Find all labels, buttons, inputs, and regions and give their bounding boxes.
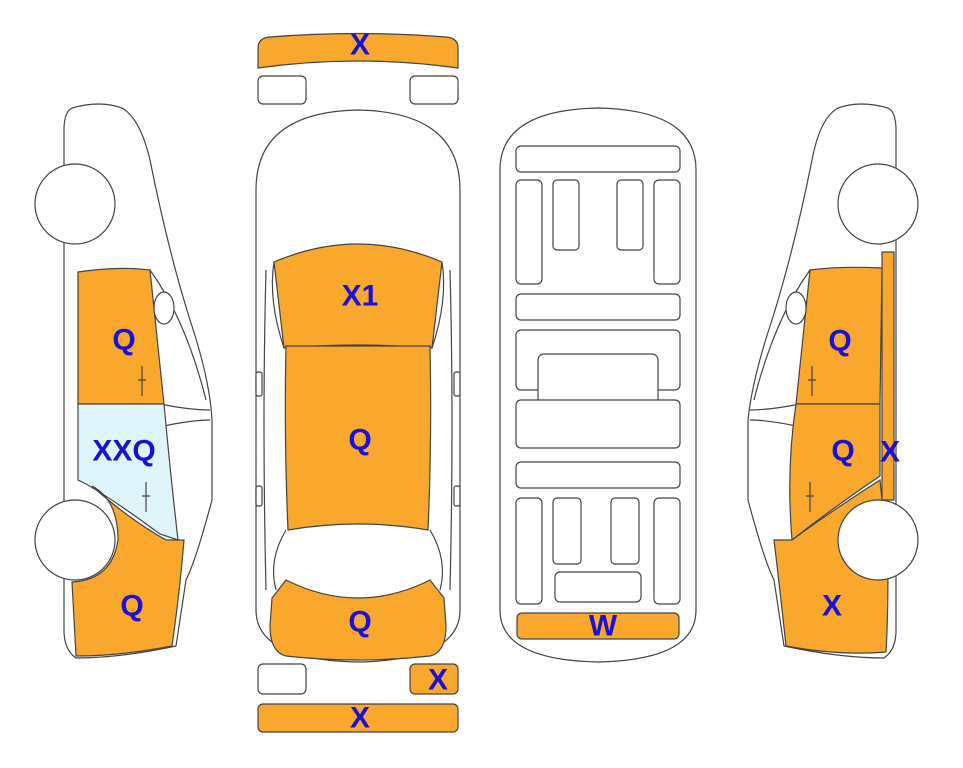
left-door-handle: [142, 482, 150, 512]
left-front-wheel: [34, 163, 116, 245]
left-window-line: [163, 419, 211, 427]
underbody-rear-part[interactable]: [516, 612, 680, 640]
code-left-rear-quarter: Q: [120, 590, 143, 623]
a-pillar-left: [271, 261, 285, 349]
left-side-view: [34, 103, 213, 659]
underbody-panel: [515, 293, 681, 321]
code-right-rear-door: Q: [831, 435, 854, 468]
right-door-handle: [806, 482, 814, 512]
left-window-line: [159, 403, 211, 411]
body-side-line-right: [449, 269, 453, 591]
right-door-handle: [808, 366, 816, 396]
underbody-panel: [653, 179, 681, 285]
right-front-wheel: [837, 163, 919, 245]
code-right-front-door: Q: [828, 325, 851, 358]
right-rear-wheel: [837, 499, 919, 581]
front-bumper-part[interactable]: [257, 32, 459, 69]
right-pillar-part[interactable]: [881, 251, 895, 501]
roof-part[interactable]: [284, 345, 432, 531]
headlamp-right: [409, 75, 459, 105]
body-side-line-left: [263, 269, 267, 591]
underbody-panel: [515, 399, 681, 449]
underbody-panel: [515, 145, 681, 173]
a-pillar-right: [431, 261, 445, 349]
headlamp-left: [257, 75, 307, 105]
code-hood: X1: [342, 280, 379, 313]
rear-bumper-part[interactable]: [257, 703, 459, 733]
top-view: [255, 32, 461, 733]
underbody-panel: [616, 179, 644, 251]
underbody-panel: [552, 179, 580, 251]
underbody-view: [499, 107, 697, 663]
code-underbody-rear: W: [589, 610, 618, 643]
left-mirror: [153, 291, 175, 325]
mirror-left: [255, 371, 263, 397]
underbody-panel: [554, 571, 642, 603]
code-front-bumper: X: [350, 29, 370, 62]
code-rear-bumper: X: [350, 702, 370, 735]
right-mirror: [785, 291, 807, 325]
underbody-panel: [515, 179, 543, 285]
left-rear-wheel: [34, 499, 116, 581]
left-window-line: [149, 269, 207, 401]
left-door-handle: [138, 366, 146, 396]
rear-lamp-right[interactable]: [409, 663, 459, 695]
c-pillar-right: [429, 529, 444, 591]
right-window-line: [753, 269, 811, 401]
right-window-line: [749, 403, 801, 411]
right-side-view: [747, 103, 919, 659]
underbody-panel: [515, 497, 543, 605]
trunk-lid-part[interactable]: [269, 579, 447, 661]
handle-right: [453, 485, 461, 507]
left-rear-quarter-part[interactable]: [71, 485, 185, 657]
code-left-front-door: Q: [112, 324, 135, 357]
mirror-right: [453, 371, 461, 397]
underbody-panel: [552, 497, 582, 565]
code-trunk-lid: Q: [348, 606, 371, 639]
damage-codes: X X1 Q Q X X W Q XXQ Q Q Q X X: [92, 29, 900, 735]
rear-lamp-left: [257, 663, 307, 695]
right-window-line: [749, 419, 797, 427]
underbody-panel: [515, 461, 681, 489]
right-front-door-part[interactable]: [795, 266, 883, 405]
code-roof: Q: [348, 424, 371, 457]
code-right-pillar: X: [880, 436, 900, 469]
underbody-panel: [610, 497, 640, 565]
handle-left: [255, 485, 263, 507]
c-pillar-left: [272, 529, 287, 591]
underbody-panel: [653, 497, 681, 605]
code-rear-lamp-right: X: [428, 664, 448, 697]
code-left-rear-door-glass: XXQ: [92, 435, 155, 468]
code-right-rear-quarter: X: [822, 590, 842, 623]
